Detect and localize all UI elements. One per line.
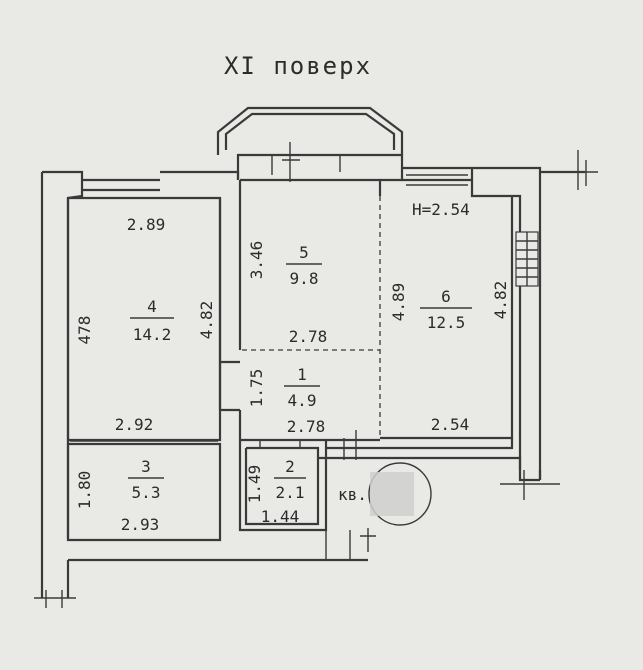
room-label-5: 5 9.8 [286, 243, 322, 288]
room-number: 2 [285, 457, 295, 476]
ventilation-grille [515, 231, 539, 287]
room-number: 1 [297, 365, 307, 384]
corridor-wall-ticks [34, 590, 76, 608]
room-label-3: 3 5.3 [128, 457, 164, 502]
bay-window [216, 106, 404, 155]
room-area: 4.9 [288, 391, 317, 410]
balcony-window [271, 142, 341, 182]
room-area: 2.1 [276, 483, 305, 502]
apartment-number-mask [370, 472, 414, 516]
door-room-2 [259, 440, 301, 448]
wall-rooms-4-5 [218, 180, 242, 440]
room-label-2: 2 2.1 [274, 457, 306, 502]
dim-room6-right: 4.82 [491, 281, 510, 320]
window-room-6 [406, 174, 468, 186]
dim-room1-left: 1.75 [247, 369, 266, 408]
plan-title: XI поверх [224, 52, 372, 80]
dim-room6-bottom: 2.54 [431, 415, 470, 434]
dim-room5-bottom: 2.78 [289, 327, 328, 346]
room-area: 12.5 [427, 313, 466, 332]
dim-room4-right: 4.82 [197, 301, 216, 340]
dim-room3-bottom: 2.93 [121, 515, 160, 534]
room-number: 6 [441, 287, 451, 306]
entrance-door [325, 528, 376, 560]
corridor-wall [40, 172, 368, 598]
room-label-4: 4 14.2 [130, 297, 174, 344]
dim-room4-top: 2.89 [127, 215, 166, 234]
dim-room6-left: 4.89 [389, 283, 408, 322]
height-note: H=2.54 [412, 200, 470, 219]
outer-wall-top-left [42, 170, 240, 200]
outer-wall-top-right [402, 166, 585, 196]
room-area: 14.2 [133, 325, 172, 344]
wall-ticks-lower-right [500, 470, 560, 500]
room-area: 9.8 [290, 269, 319, 288]
room-4-walls [66, 196, 222, 442]
wall-ticks-top-right [566, 150, 598, 190]
dim-room2-bottom: 1.44 [261, 507, 300, 526]
room-label-6: 6 12.5 [420, 287, 472, 332]
room-label-1: 1 4.9 [284, 365, 320, 410]
room-6-walls [380, 178, 542, 480]
apartment-circle [368, 462, 432, 526]
room-number: 3 [141, 457, 151, 476]
dim-room5-left: 3.46 [247, 241, 266, 280]
lower-right-walls [326, 438, 542, 482]
room-2-walls [238, 440, 328, 532]
dim-room4-bottom: 2.92 [115, 415, 154, 434]
dim-room3-left: 1.80 [75, 471, 94, 510]
balcony-wall [236, 153, 404, 196]
room-number: 5 [299, 243, 309, 262]
dim-room4-left: 478 [75, 316, 94, 345]
room-number: 4 [147, 297, 157, 316]
dim-room2-left: 1.49 [245, 465, 264, 504]
room-area: 5.3 [132, 483, 161, 502]
entrance-riser [343, 430, 357, 460]
room-3-walls [66, 442, 222, 542]
apartment-label: кв. [338, 485, 367, 504]
dim-room1-bottom: 2.78 [287, 417, 326, 436]
